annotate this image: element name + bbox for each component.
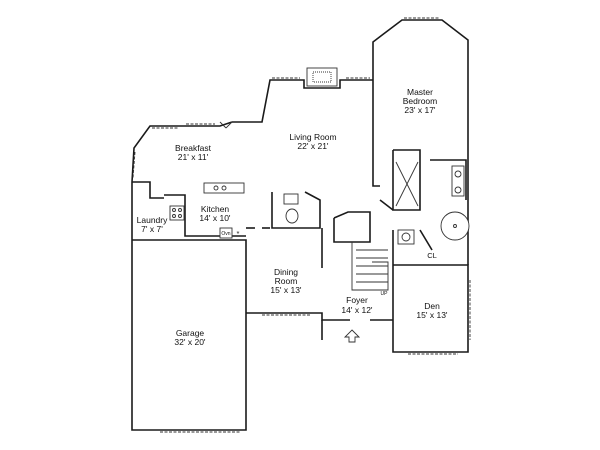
entry-arrow-icon bbox=[343, 329, 361, 343]
master-bedroom-dim: 23' x 17' bbox=[404, 105, 436, 115]
room-labels: Master Bedroom 23' x 17' Living Room 22'… bbox=[137, 87, 448, 347]
oven-label: Ovn bbox=[221, 231, 230, 237]
living-room-name: Living Room bbox=[289, 132, 336, 142]
stair-up-label: UP bbox=[381, 291, 389, 297]
laundry-name: Laundry bbox=[137, 215, 168, 225]
foyer-dim: 14' x 12' bbox=[341, 305, 373, 315]
dining-dim: 15' x 13' bbox=[270, 285, 302, 295]
closet-label: CL bbox=[427, 251, 437, 260]
laundry-dim: 7' x 7' bbox=[141, 224, 163, 234]
master-bedroom-name-1: Master bbox=[407, 87, 433, 97]
kitchen-name: Kitchen bbox=[201, 204, 230, 214]
dining-name-1: Dining bbox=[274, 267, 298, 277]
garage-name: Garage bbox=[176, 328, 205, 338]
den-name: Den bbox=[424, 301, 440, 311]
garage-dim: 32' x 20' bbox=[174, 337, 206, 347]
asterisk-mark: * bbox=[237, 229, 240, 238]
exterior-walls bbox=[131, 19, 469, 431]
staircase: UP bbox=[333, 211, 389, 297]
breakfast-name: Breakfast bbox=[175, 143, 212, 153]
master-bedroom-name-2: Bedroom bbox=[403, 96, 438, 106]
master-bath: CL bbox=[379, 149, 470, 260]
kitchen-fixtures: Ovn * bbox=[169, 182, 245, 239]
living-room-dim: 22' x 21' bbox=[297, 141, 329, 151]
fireplace bbox=[306, 67, 338, 87]
kitchen-dim: 14' x 10' bbox=[199, 213, 231, 223]
breakfast-doors bbox=[219, 121, 233, 129]
powder-bath bbox=[271, 191, 321, 229]
breakfast-dim: 21' x 11' bbox=[178, 152, 209, 162]
den-dim: 15' x 13' bbox=[416, 310, 448, 320]
foyer-name: Foyer bbox=[346, 295, 368, 305]
dining-name-2: Room bbox=[275, 276, 298, 286]
windows bbox=[132, 17, 471, 433]
